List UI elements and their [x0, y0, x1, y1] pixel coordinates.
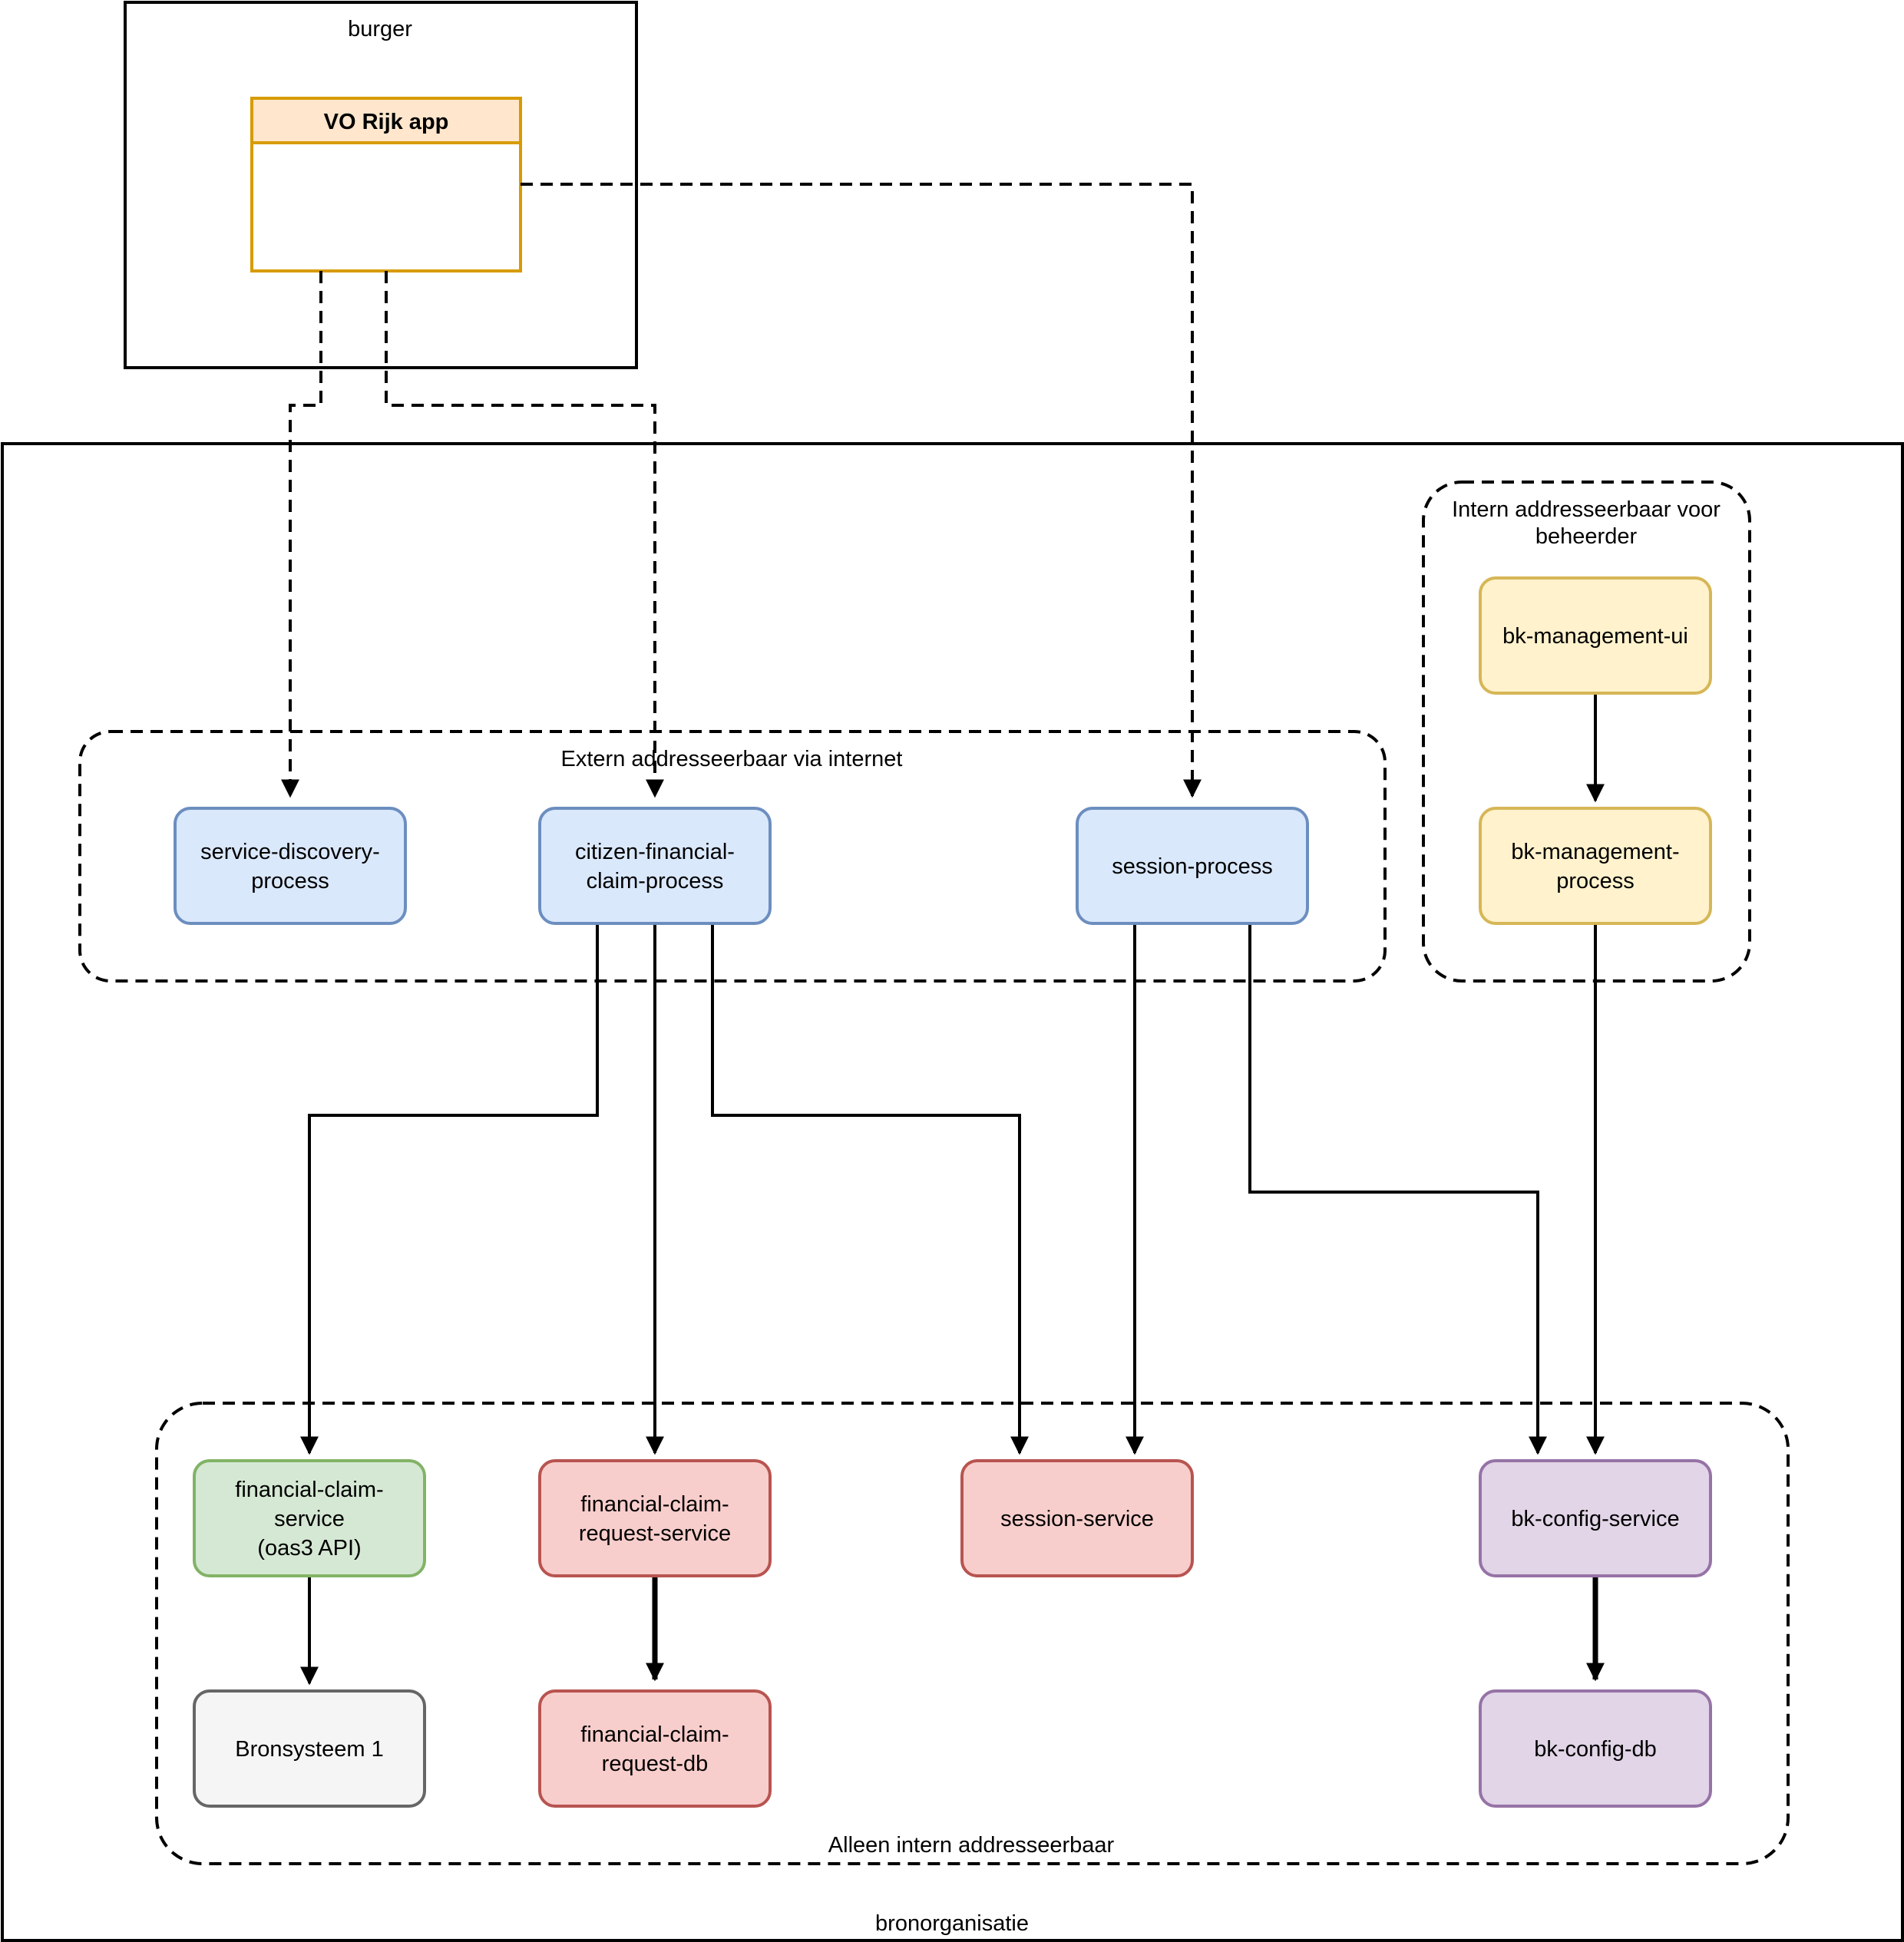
financial-claim-request-db-node-label: financial-claim- [580, 1722, 729, 1747]
bk-management-ui-node-box [1479, 576, 1712, 695]
bk-config-db-node[interactable]: bk-config-db [1479, 1689, 1712, 1808]
bk-config-service-node-box [1479, 1459, 1712, 1577]
bk-config-service-node[interactable]: bk-config-service [1479, 1459, 1712, 1577]
extern-zone: Extern addresseerbaar via internet [78, 730, 1387, 983]
session-process-node[interactable]: session-process [1076, 807, 1309, 925]
bronsysteem-node[interactable]: Bronsysteem 1 [193, 1689, 426, 1808]
bk-management-process-node-label: process [1556, 869, 1635, 893]
intern-beheer-zone-label-line2: beheerder [1535, 524, 1638, 549]
vo-rijk-app[interactable]: VO Rijk app [250, 97, 522, 272]
financial-claim-service-node[interactable]: financial-claim-service (oas3 API) [193, 1459, 426, 1577]
app-connections [281, 183, 1202, 798]
edge-app-service-discovery [281, 271, 322, 798]
bk-config-db-node-label: bk-config-db [1534, 1737, 1657, 1762]
session-service-node[interactable]: session-service [960, 1459, 1194, 1577]
thick-connections [646, 1576, 1605, 1682]
financial-claim-service-node-label: financial-claim- [235, 1478, 383, 1502]
bk-management-process-node[interactable]: bk-management-process [1479, 807, 1712, 925]
financial-claim-service-node-label: service [274, 1507, 345, 1531]
burger-container: burger [124, 1, 638, 369]
financial-claim-request-service-node-box [538, 1459, 772, 1577]
financial-claim-request-db-node-label: request-db [602, 1752, 709, 1776]
bk-config-service-node-label: bk-config-service [1511, 1507, 1679, 1531]
edge-app-session-process [521, 183, 1202, 798]
bk-management-ui-node[interactable]: bk-management-ui [1479, 576, 1712, 695]
edge-app-citizen-claim [385, 271, 664, 798]
bronsysteem-node-box [193, 1689, 426, 1808]
citizen-financial-claim-process-node-label: citizen-financial- [575, 840, 735, 864]
financial-claim-request-service-node-label: financial-claim- [580, 1492, 729, 1517]
bk-management-process-node-label: bk-management- [1511, 840, 1679, 864]
service-discovery-process-node-box [174, 807, 407, 925]
session-process-node-label: session-process [1112, 854, 1273, 879]
bk-management-process-node-box [1479, 807, 1712, 925]
bronsysteem-node-label: Bronsysteem 1 [235, 1737, 383, 1762]
bronorganisatie-container: bronorganisatie [1, 442, 1904, 1942]
financial-claim-request-service-node[interactable]: financial-claim-request-service [538, 1459, 772, 1577]
bk-management-ui-node-label: bk-management-ui [1502, 624, 1688, 649]
app-title: VO Rijk app [324, 110, 449, 134]
burger-label: burger [348, 17, 412, 41]
edge-citizen-fc-service [300, 923, 599, 1455]
intern-beheer-zone: Intern addresseerbaar voor beheerder [1422, 481, 1751, 983]
intern-beheer-zone-label-line1: Intern addresseerbaar voor [1452, 497, 1721, 522]
service-discovery-process-node[interactable]: service-discovery-process [174, 807, 407, 925]
citizen-financial-claim-process-node-label: claim-process [587, 869, 724, 893]
citizen-financial-claim-process-node-box [538, 807, 772, 925]
service-discovery-process-node-label: service-discovery- [200, 840, 380, 864]
edge-citizen-session-service [711, 923, 1029, 1455]
solid-connections [300, 693, 1605, 1686]
intern-zone: Alleen intern addresseerbaar [155, 1402, 1790, 1865]
bk-config-db-node-box [1479, 1689, 1712, 1808]
financial-claim-request-db-node-box [538, 1689, 772, 1808]
financial-claim-request-db-node[interactable]: financial-claim-request-db [538, 1689, 772, 1808]
nodes: service-discovery-process citizen-financi… [174, 576, 1712, 1808]
session-service-node-label: session-service [1000, 1507, 1154, 1531]
session-process-node-box [1076, 807, 1309, 925]
citizen-financial-claim-process-node[interactable]: citizen-financial-claim-process [538, 807, 772, 925]
edge-session-process-bk-config [1248, 923, 1547, 1455]
financial-claim-service-node-box [193, 1459, 426, 1577]
intern-zone-label: Alleen intern addresseerbaar [828, 1833, 1115, 1858]
bronorganisatie-label: bronorganisatie [875, 1911, 1029, 1936]
session-service-node-box [960, 1459, 1194, 1577]
financial-claim-service-node-label: (oas3 API) [257, 1536, 361, 1561]
extern-zone-label: Extern addresseerbaar via internet [561, 747, 903, 771]
financial-claim-request-service-node-label: request-service [579, 1521, 731, 1546]
service-discovery-process-node-label: process [251, 869, 329, 893]
